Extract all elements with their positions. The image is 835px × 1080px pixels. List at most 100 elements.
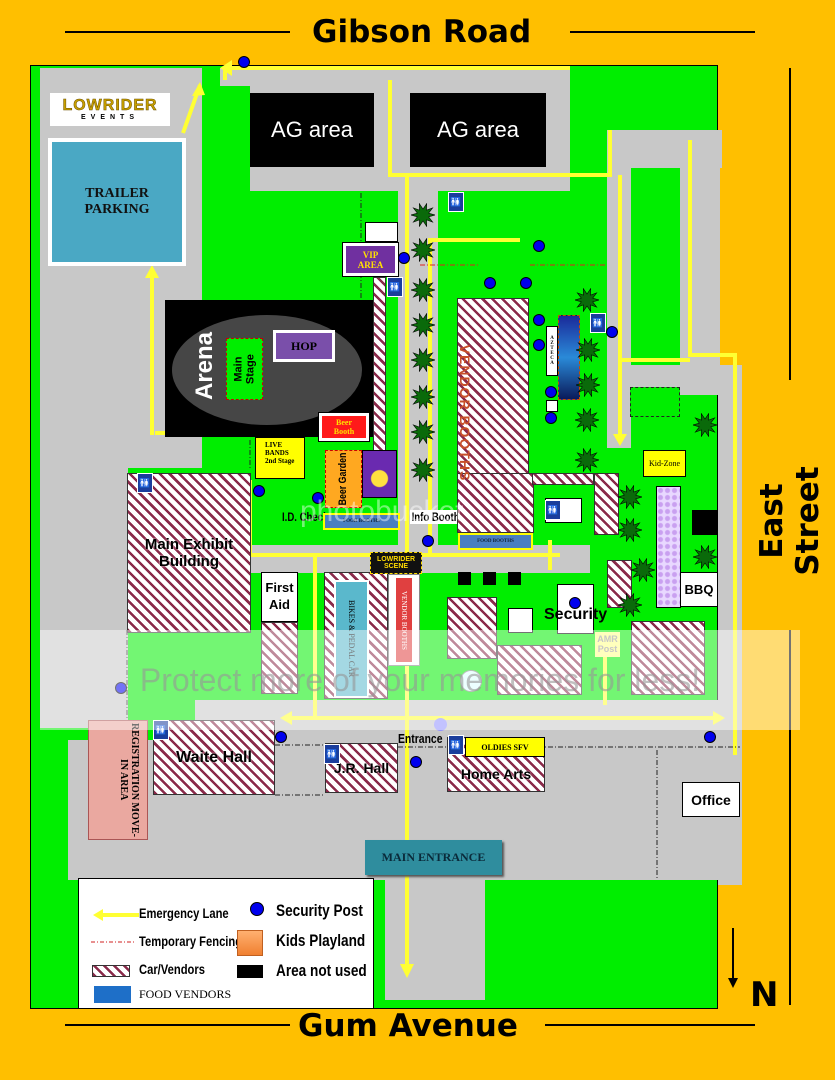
tree-icon [411,348,435,372]
legend-car-vendors: Car/Vendors [139,961,205,977]
amr-post: AMR Post [595,632,620,657]
tree-icon [411,278,435,302]
gibson-road-label: Gibson Road [312,14,532,50]
area-not-used [630,387,680,417]
office: Office [682,782,740,817]
car-vendor-block [631,621,705,695]
security-post-icon [312,492,324,504]
area-not-used-block [508,572,521,585]
registration-label: REGISTRATION MOVE-IN AREA [118,723,140,837]
live-bands: LIVE BANDS 2nd Stage [255,437,305,479]
area-not-used-block [458,572,471,585]
lane [680,130,720,370]
road-line [65,31,290,33]
car-vendor-block [594,473,619,535]
road-line [789,68,791,380]
kid-zone: Kid-Zone [643,450,686,477]
waite-hall-label: Waite Hall [176,748,252,766]
azteca-booth: AZTECA [546,326,558,376]
tree-icon [411,385,435,409]
security-post-icon [253,485,265,497]
tree-icon [618,593,642,617]
tree-icon [618,518,642,542]
north-arrow-icon [732,928,734,980]
tree-icon [693,545,717,569]
north-arrow-head [728,978,738,988]
tree-icon [575,448,599,472]
security-post-icon [275,731,287,743]
tree-icon [693,413,717,437]
registration-area: REGISTRATION MOVE-IN AREA [88,720,148,840]
vip-walkway [365,222,398,242]
security-post-icon [520,277,532,289]
road-line [65,1024,290,1026]
ag-area-1: AG area [250,93,374,167]
bikes-pedal-car-label: BIKES & PEDAL CAR [347,600,356,678]
car-vendor-strip [532,473,594,485]
watermark-tagline: Protect more of your memories for less! [139,661,701,698]
emergency-lane-swatch [93,909,139,921]
tree-icon [411,203,435,227]
restroom-icon: 🚻 [545,500,561,520]
tree-icon [618,485,642,509]
legend-security-post: Security Post [276,901,363,920]
bikes-pedal-car: BIKES & PEDAL CAR [334,580,369,698]
small-booth [508,608,533,633]
area-not-used-block [692,510,717,535]
kids-playland [656,486,681,608]
food-vendors-swatch [94,986,131,1003]
vip-area: VIP AREA [342,242,399,277]
restroom-icon: 🚻 [153,720,169,740]
area-not-used-block [483,572,496,585]
north-label: N [750,975,779,1015]
first-aid: First Aid [261,572,298,622]
main-entrance[interactable]: MAIN ENTRANCE [365,840,502,875]
legend-emergency-lane: Emergency Lane [139,905,229,921]
car-vendor-block [261,622,298,694]
security-post-icon [422,535,434,547]
security-post-swatch [250,902,264,916]
watermark-brand: photobucket [300,495,464,528]
main-exhibit-label: Main Exhibit Building [144,536,234,570]
legend-kids-playland: Kids Playland [276,931,366,950]
restroom-icon: 🚻 [448,735,464,755]
security-building [557,584,594,634]
vendor-booths-small: VENDOR BOOTHS [388,574,420,666]
car-vendor-strip [373,277,386,455]
restroom-icon: 🚻 [590,313,606,333]
live-bands-label: LIVE BANDS [265,441,289,458]
tree-icon [411,420,435,444]
vendor-booths-small-banner: VENDOR BOOTHS [396,578,412,662]
parking-lot-west [40,468,128,728]
kids-playland-swatch [237,930,263,956]
security-label: Security [544,606,608,623]
road-line [789,630,791,1005]
tree-icon [576,338,600,362]
vendor-booths-label: VENDOR BOOTHS [457,344,473,482]
tree-icon [631,558,655,582]
tree-icon [411,313,435,337]
oldies-sfv: OLDIES SFV [465,737,545,757]
security-post-icon [533,339,545,351]
entrance-walk [385,875,485,1000]
lowrider-scene: LOWRIDER SCENE [370,552,422,574]
jr-hall-label: J.R. Hall [333,760,390,776]
security-post-icon [398,252,410,264]
legend-area-not-used: Area not used [276,961,367,980]
trailer-parking: TRAILER PARKING [48,138,186,266]
food-booths-west: FOOD BOOTHS [323,513,400,530]
ag-area-2: AG area [410,93,546,167]
id-check-label: I.D. Check [282,510,329,524]
area-not-used-swatch [237,965,263,978]
security-post-icon [115,682,127,694]
restroom-icon: 🚻 [324,744,340,764]
tree-icon [575,288,599,312]
azteca-label: AZTECA [549,336,555,366]
vendor-booths-small-label: VENDOR BOOTHS [400,590,408,650]
security-post-icon [545,412,557,424]
bbq: BBQ [680,572,718,607]
restroom-icon: 🚻 [137,473,153,493]
waite-hall: Waite Hall [153,720,275,795]
gum-avenue-label: Gum Avenue [298,1008,518,1044]
main-exhibit-building: Main Exhibit Building [127,473,251,633]
